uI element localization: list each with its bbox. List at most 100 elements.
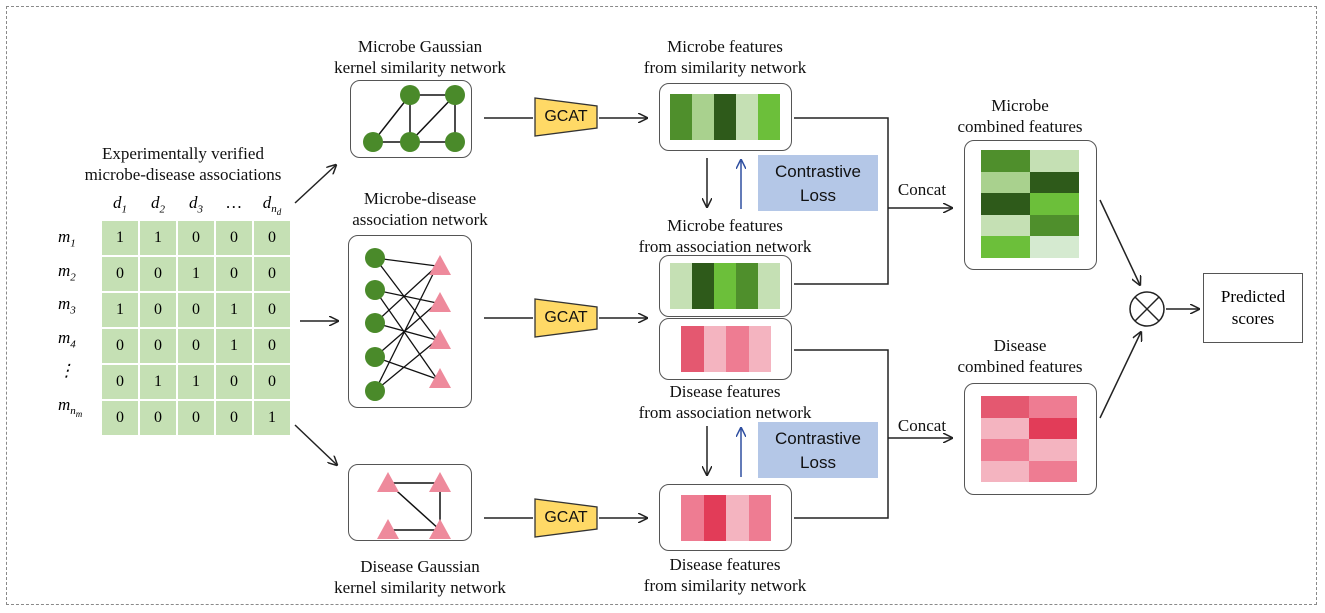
concat-label-disease: Concat [897, 416, 947, 435]
matrix-row-header: m2 [58, 260, 76, 283]
combined-feature-cell [1030, 236, 1079, 258]
feature-cell [670, 263, 692, 309]
matrix-cell: 0 [138, 255, 178, 293]
feature-cell [703, 495, 726, 541]
matrix-col-header: d1 [113, 193, 127, 216]
matrix-cell: 0 [100, 255, 140, 293]
disease-sim-feature-strip [681, 495, 771, 541]
predicted-scores-line2: scores [1231, 309, 1275, 328]
contrastive-loss-box-2: Contrastive Loss [758, 422, 878, 478]
matrix-title-line1: Experimentally verified [102, 144, 264, 163]
matrix-cell: 1 [214, 291, 254, 329]
contrastive-loss-line2: Loss [800, 453, 836, 472]
feature-cell [758, 94, 780, 140]
matrix-cell: 1 [138, 363, 178, 401]
combined-feature-cell [981, 236, 1030, 258]
microbe-sim-network-title-1: Microbe Gaussian [357, 37, 483, 56]
feature-cell [681, 326, 704, 372]
gcat-block-1: GCAT [534, 97, 598, 137]
matrix-row-header: ⋮ [58, 361, 75, 380]
combined-feature-cell [1030, 214, 1079, 237]
association-graph-edges [374, 257, 438, 392]
matrix-cell: 0 [176, 291, 216, 329]
association-microbe-nodes [365, 248, 385, 401]
matrix-row-header: mnm [58, 394, 83, 420]
gcat-label: GCAT [544, 108, 588, 125]
microbe-assoc-features-title-1: Microbe features [667, 216, 783, 235]
feature-cell [736, 263, 758, 309]
feature-cell [692, 94, 714, 140]
microbe-sim-features-title-1: Microbe features [667, 37, 783, 56]
diagram-frame [6, 6, 1317, 605]
contrastive-loss-line1: Contrastive [775, 429, 861, 448]
arrow-disease-to-multiply [1099, 332, 1141, 419]
contrastive-loss-line2: Loss [800, 186, 836, 205]
combined-feature-cell [1030, 193, 1079, 215]
matrix-cell: 0 [214, 219, 254, 257]
combined-feature-cell [1029, 396, 1077, 418]
combined-feature-cell [981, 439, 1029, 461]
matrix-col-header: d3 [189, 193, 203, 216]
gcat-block-3: GCAT [534, 498, 598, 538]
gcat-block-2: GCAT [534, 298, 598, 338]
matrix-cell: 0 [100, 399, 140, 437]
matrix-title-line2: microbe-disease associations [84, 165, 282, 184]
predicted-scores-box: Predicted scores [1203, 273, 1303, 343]
combined-feature-cell [1029, 439, 1077, 461]
matrix-cell: 1 [176, 363, 216, 401]
disease-assoc-features-title-2: from association network [638, 403, 812, 422]
matrix-cell: 0 [252, 291, 292, 329]
concat-lines-microbe [794, 117, 889, 285]
matrix-cell: 0 [176, 327, 216, 365]
feature-cell [758, 263, 780, 309]
matrix-cell: 0 [100, 327, 140, 365]
feature-cell [736, 94, 758, 140]
predicted-scores-line1: Predicted [1220, 287, 1286, 306]
assoc-network-title-1: Microbe-disease [363, 189, 477, 208]
matrix-col-header: dnd [262, 193, 282, 218]
feature-cell [726, 495, 749, 541]
matrix-cell: 0 [176, 399, 216, 437]
microbe-assoc-feature-strip [670, 263, 780, 309]
matrix-cell: 0 [214, 399, 254, 437]
matrix-cell: 1 [100, 219, 140, 257]
matrix-col-header: … [226, 193, 242, 212]
combined-feature-cell [981, 214, 1030, 237]
matrix-row-header: m3 [58, 294, 76, 317]
gcat-shape [534, 298, 598, 338]
matrix-cell: 1 [252, 399, 292, 437]
matrix-cell: 1 [100, 291, 140, 329]
disease-sim-network-title-2: kernel similarity network [334, 578, 506, 597]
microbe-sim-features-title-2: from similarity network [643, 58, 807, 77]
combined-feature-cell [1030, 171, 1079, 194]
feature-cell [714, 263, 736, 309]
disease-sim-network-title-1: Disease Gaussian [360, 557, 480, 576]
matrix-cell: 0 [252, 255, 292, 293]
feature-cell [748, 495, 771, 541]
matrix-cell: 0 [252, 219, 292, 257]
disease-sim-nodes [377, 472, 451, 539]
disease-assoc-features-title-1: Disease features [669, 382, 781, 401]
arrow-matrix-to-disease-sim [294, 424, 337, 465]
matrix-cell: 0 [138, 399, 178, 437]
feature-cell [714, 94, 736, 140]
combined-feature-cell [1029, 460, 1077, 482]
matrix-cell: 1 [176, 255, 216, 293]
feature-cell [726, 326, 749, 372]
disease-assoc-feature-strip [681, 326, 771, 372]
arrow-microbe-to-multiply [1099, 199, 1140, 285]
assoc-network-title-2: association network [352, 210, 488, 229]
association-disease-nodes [429, 255, 451, 388]
gcat-shape [534, 498, 598, 538]
matrix-cell: 0 [252, 363, 292, 401]
combined-feature-cell [981, 193, 1030, 215]
contrastive-loss-box-1: Contrastive Loss [758, 155, 878, 211]
multiply-icon [1129, 291, 1165, 327]
